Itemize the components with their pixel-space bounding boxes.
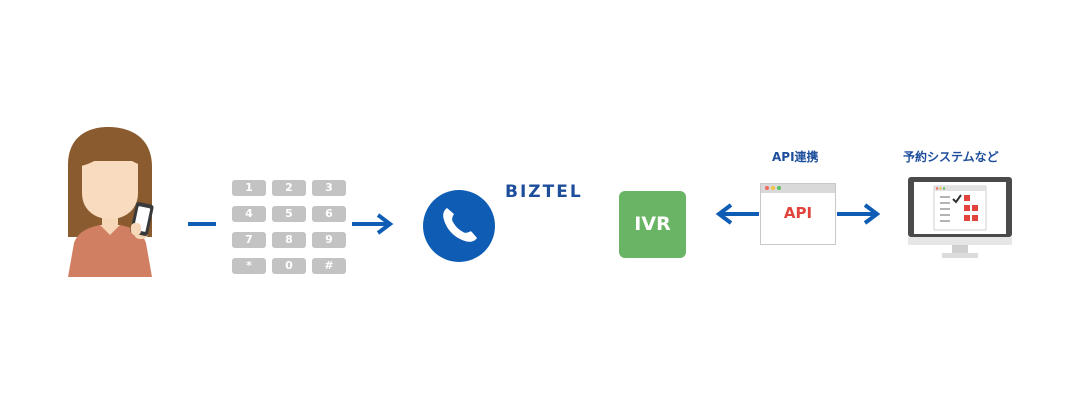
biztel-logo: BIZTEL	[505, 182, 583, 202]
keypad-key: 0	[272, 258, 306, 274]
keypad-key: 8	[272, 232, 306, 248]
ivr-box: IVR	[619, 191, 686, 258]
keypad-key: 5	[272, 206, 306, 222]
system-caption: 予約システムなど	[903, 150, 999, 164]
keypad-key: 4	[232, 206, 266, 222]
arrow-right-icon	[837, 202, 881, 226]
window-dot-icon	[777, 186, 781, 190]
window-dot-icon	[771, 186, 775, 190]
keypad-key: 3	[312, 180, 346, 196]
window-dot-icon	[765, 186, 769, 190]
api-window: API	[760, 183, 836, 245]
keypad-key: 9	[312, 232, 346, 248]
keypad-key: *	[232, 258, 266, 274]
arrow-left-icon	[715, 202, 759, 226]
woman-with-smartphone-icon	[60, 125, 160, 277]
flow-connector-line	[188, 222, 216, 226]
window-titlebar	[761, 184, 835, 193]
api-caption: API連携	[772, 150, 819, 164]
monitor-checklist-icon	[908, 177, 1012, 259]
phone-keypad: 1 2 3 4 5 6 7 8 9 * 0 #	[232, 180, 346, 274]
keypad-key: 2	[272, 180, 306, 196]
keypad-key: 1	[232, 180, 266, 196]
phone-handset-icon	[423, 190, 495, 262]
api-label: API	[783, 204, 813, 222]
keypad-key: 7	[232, 232, 266, 248]
arrow-right-icon	[352, 212, 394, 236]
keypad-key: 6	[312, 206, 346, 222]
keypad-key: #	[312, 258, 346, 274]
